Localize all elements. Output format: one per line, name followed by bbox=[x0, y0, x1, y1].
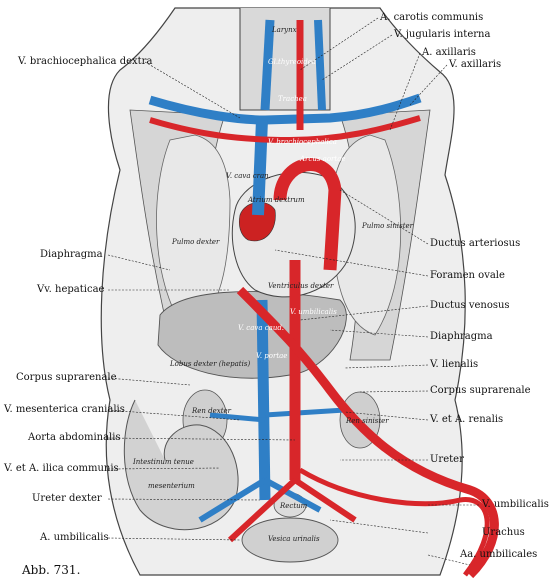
label-aa-umbilicales: Aa. umbilicales bbox=[460, 549, 538, 560]
intestine-shape bbox=[123, 399, 239, 531]
organ-label-intestinum-tenue: Intestinum tenue bbox=[133, 458, 194, 466]
organ-label-ventriculus-dexter: Ventriculus dexter bbox=[268, 282, 334, 290]
organ-label-v-cava-cran: V. cava cran. bbox=[226, 172, 271, 180]
organ-label-v-portae: V. portae bbox=[256, 352, 288, 360]
label-carotis-communis: A. carotis communis bbox=[380, 12, 484, 23]
v-jugularis-right bbox=[260, 19, 275, 111]
a-ilica bbox=[227, 477, 357, 543]
lung-left-shape bbox=[331, 134, 402, 336]
label-v-axillaris: V. axillaris bbox=[449, 59, 502, 70]
v-cava-cranialis bbox=[252, 119, 268, 216]
organ-label-ren-dexter: Ren dexter bbox=[192, 407, 232, 415]
label-renalis: V. et A. renalis bbox=[430, 414, 504, 425]
label-mesenterica-cranialis: V. mesenterica cranialis bbox=[4, 404, 125, 415]
v-cava-caudalis bbox=[256, 299, 271, 501]
arcus-aortae bbox=[273, 158, 342, 271]
organ-label-arcus-aortae: Arcus aortae bbox=[300, 155, 346, 163]
label-ductus-venosus: Ductus venosus bbox=[430, 300, 510, 311]
v-ilica bbox=[198, 477, 322, 523]
organ-label-v-umbilicalis-inner: V. umbilicalis bbox=[290, 308, 337, 316]
label-a-umbilicalis: A. umbilicalis bbox=[40, 532, 109, 543]
label-ureter-dexter: Ureter dexter bbox=[32, 493, 102, 504]
label-a-axillaris: A. axillaris bbox=[422, 47, 476, 58]
label-v-umbilicalis: V. umbilicalis bbox=[482, 499, 549, 510]
organ-label-lobus-dexter: Lobus dexter (hepatis) bbox=[170, 360, 251, 368]
label-suprarenale-left: Corpus suprarenale bbox=[16, 372, 117, 383]
label-ilica-communis: V. et A. ilica communis bbox=[4, 463, 119, 474]
label-suprarenale-right: Corpus suprarenale bbox=[430, 385, 531, 396]
bladder-shape bbox=[241, 517, 339, 563]
organ-label-atrium-dextrum: Atrium dextrum bbox=[248, 196, 305, 204]
organ-label-v-cava-caud: V. cava caud. bbox=[238, 324, 285, 332]
organ-label-trachea: Trachea bbox=[278, 95, 307, 103]
organ-label-ren-sinister: Ren sinister bbox=[346, 417, 389, 425]
v-brachiocephalica bbox=[148, 93, 422, 125]
label-brachiocephalica-dextra: V. brachiocephalica dextra bbox=[18, 56, 153, 67]
organ-label-larynx: Larynx bbox=[272, 26, 297, 34]
organ-label-pulmo-sinister: Pulmo sinister bbox=[362, 222, 414, 230]
label-ureter: Ureter bbox=[430, 454, 464, 465]
label-vv-hepaticae: Vv. hepaticae bbox=[37, 284, 105, 295]
v-jugularis-left bbox=[314, 19, 326, 111]
label-urachus: Urachus bbox=[482, 527, 525, 538]
organ-label-rectum: Rectum bbox=[280, 502, 308, 510]
organ-label-thyreoidea: Gl.thyreoidea bbox=[268, 58, 317, 66]
figure-label: Abb. 731. bbox=[22, 563, 81, 577]
organ-label-vesica-urinalis: Vesica urinalis bbox=[268, 535, 320, 543]
label-diaphragma-right: Diaphragma bbox=[430, 331, 493, 342]
v-renalis-right bbox=[264, 407, 346, 418]
organ-label-mesenterium: mesenterium bbox=[148, 482, 195, 490]
label-ductus-arteriosus: Ductus arteriosus bbox=[430, 238, 521, 249]
label-foramen-ovale: Foramen ovale bbox=[430, 270, 505, 281]
v-umbilicalis-vessel bbox=[236, 286, 499, 579]
label-diaphragma-left: Diaphragma bbox=[40, 249, 103, 260]
organ-label-pulmo-dexter: Pulmo dexter bbox=[172, 238, 220, 246]
a-axillaris bbox=[149, 115, 421, 144]
organ-label-v-brachiocephalica: V. brachiocephalica bbox=[268, 138, 337, 146]
leader-lines bbox=[107, 17, 480, 566]
v-renalis-left bbox=[209, 412, 266, 423]
label-jugularis-interna: V. jugularis interna bbox=[394, 29, 491, 40]
label-aorta-abdominalis: Aorta abdominalis bbox=[28, 432, 121, 443]
label-v-lienalis: V. lienalis bbox=[430, 359, 479, 370]
aa-umbilicales-vessel bbox=[298, 467, 490, 577]
